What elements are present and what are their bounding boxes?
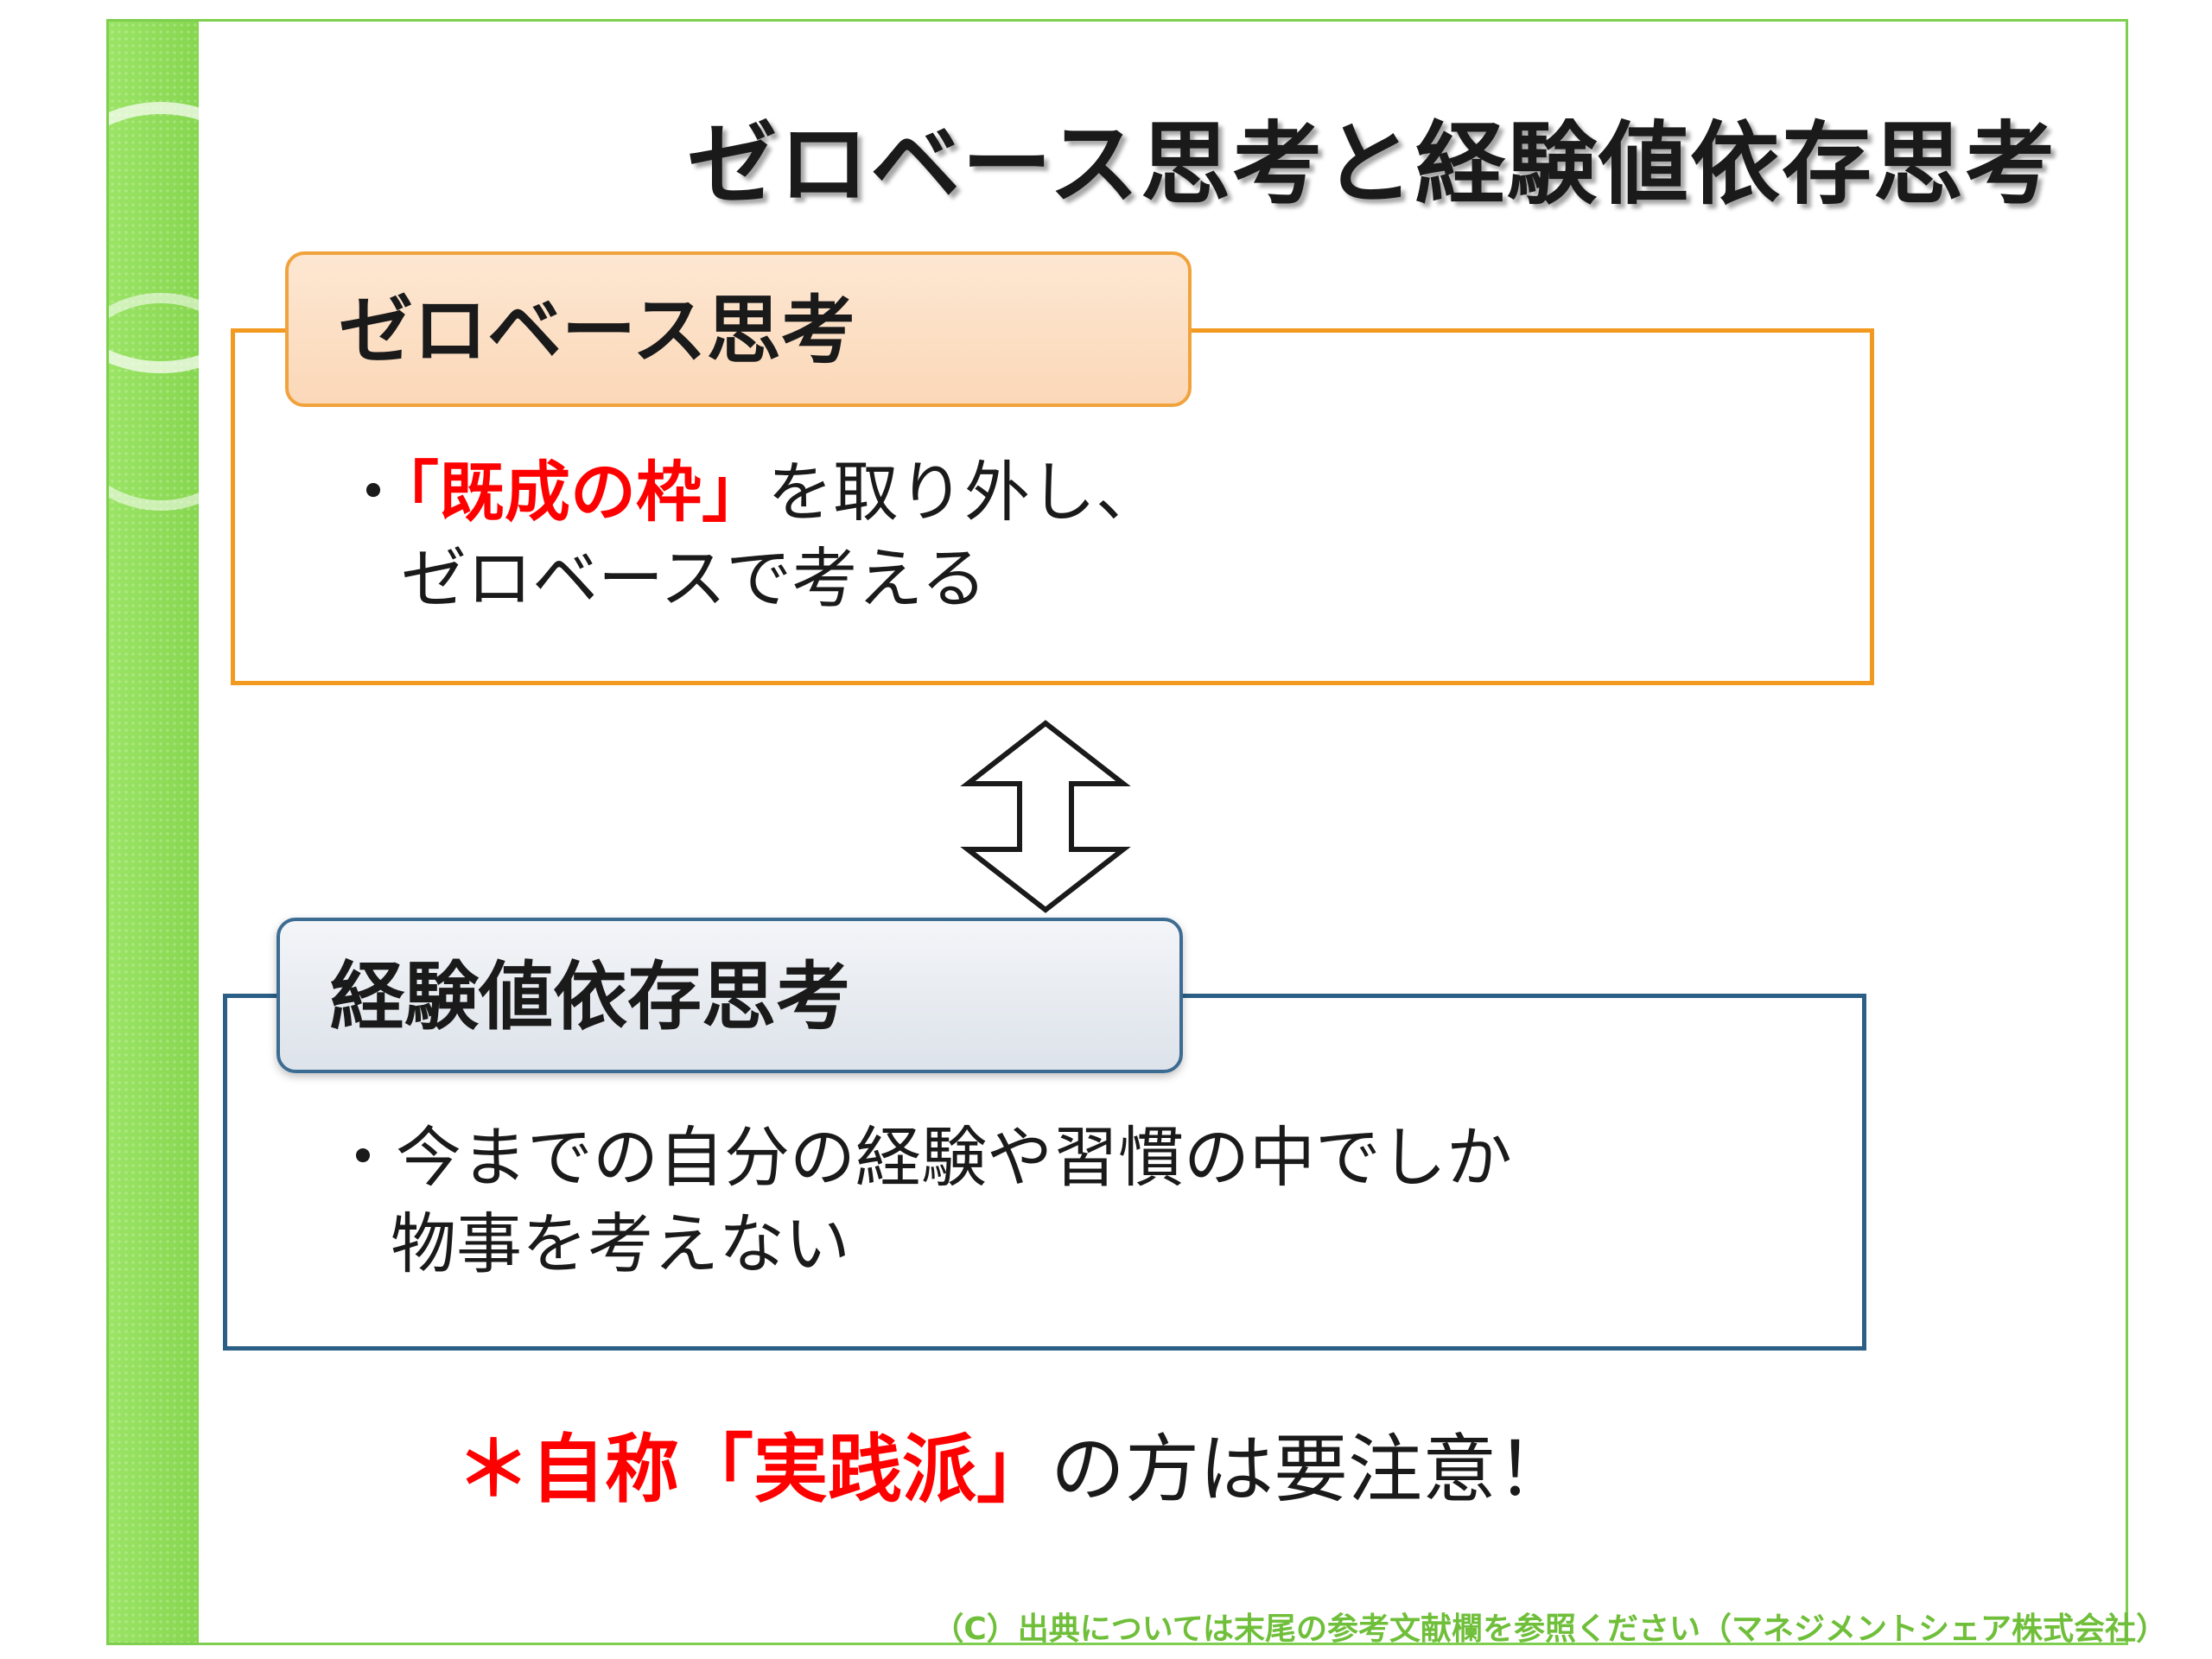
description-line1: 今までの自分の経験や習慣の中でしか [396, 1119, 1512, 1196]
decorative-side-band [109, 22, 199, 1643]
warning-note: ＊自称「実践派」の方は要注意！ [456, 1408, 1571, 1516]
zero-base-heading: ゼロベース思考 [285, 251, 1192, 407]
experience-heading: 経験値依存思考 [276, 918, 1183, 1073]
description-line2: 物事を考えない [391, 1205, 850, 1282]
experience-description: ・今までの自分の経験や習慣の中でしか 物事を考えない [330, 1115, 1512, 1287]
highlight-text: 「既成の枠」 [406, 454, 767, 531]
bullet: ・ [330, 1119, 396, 1196]
slide-title: ゼロベース思考と経験値依存思考 [687, 111, 2056, 217]
description-line2: ゼロベースで考える [401, 540, 987, 617]
warning-rest: の方は要注意！ [1051, 1427, 1571, 1513]
description-line1: を取り外し、 [767, 454, 1161, 531]
double-vertical-arrow-icon [960, 720, 1131, 913]
bullet: ・ [340, 454, 406, 531]
copyright-footer: （C）出典については末尾の参考文献欄を参照ください（マネジメントシェア株式会社） [932, 1611, 2167, 1647]
warning-highlight: ＊自称「実践派」 [456, 1427, 1051, 1513]
zero-base-description: ・「既成の枠」を取り外し、 ゼロベースで考える [340, 449, 1161, 622]
